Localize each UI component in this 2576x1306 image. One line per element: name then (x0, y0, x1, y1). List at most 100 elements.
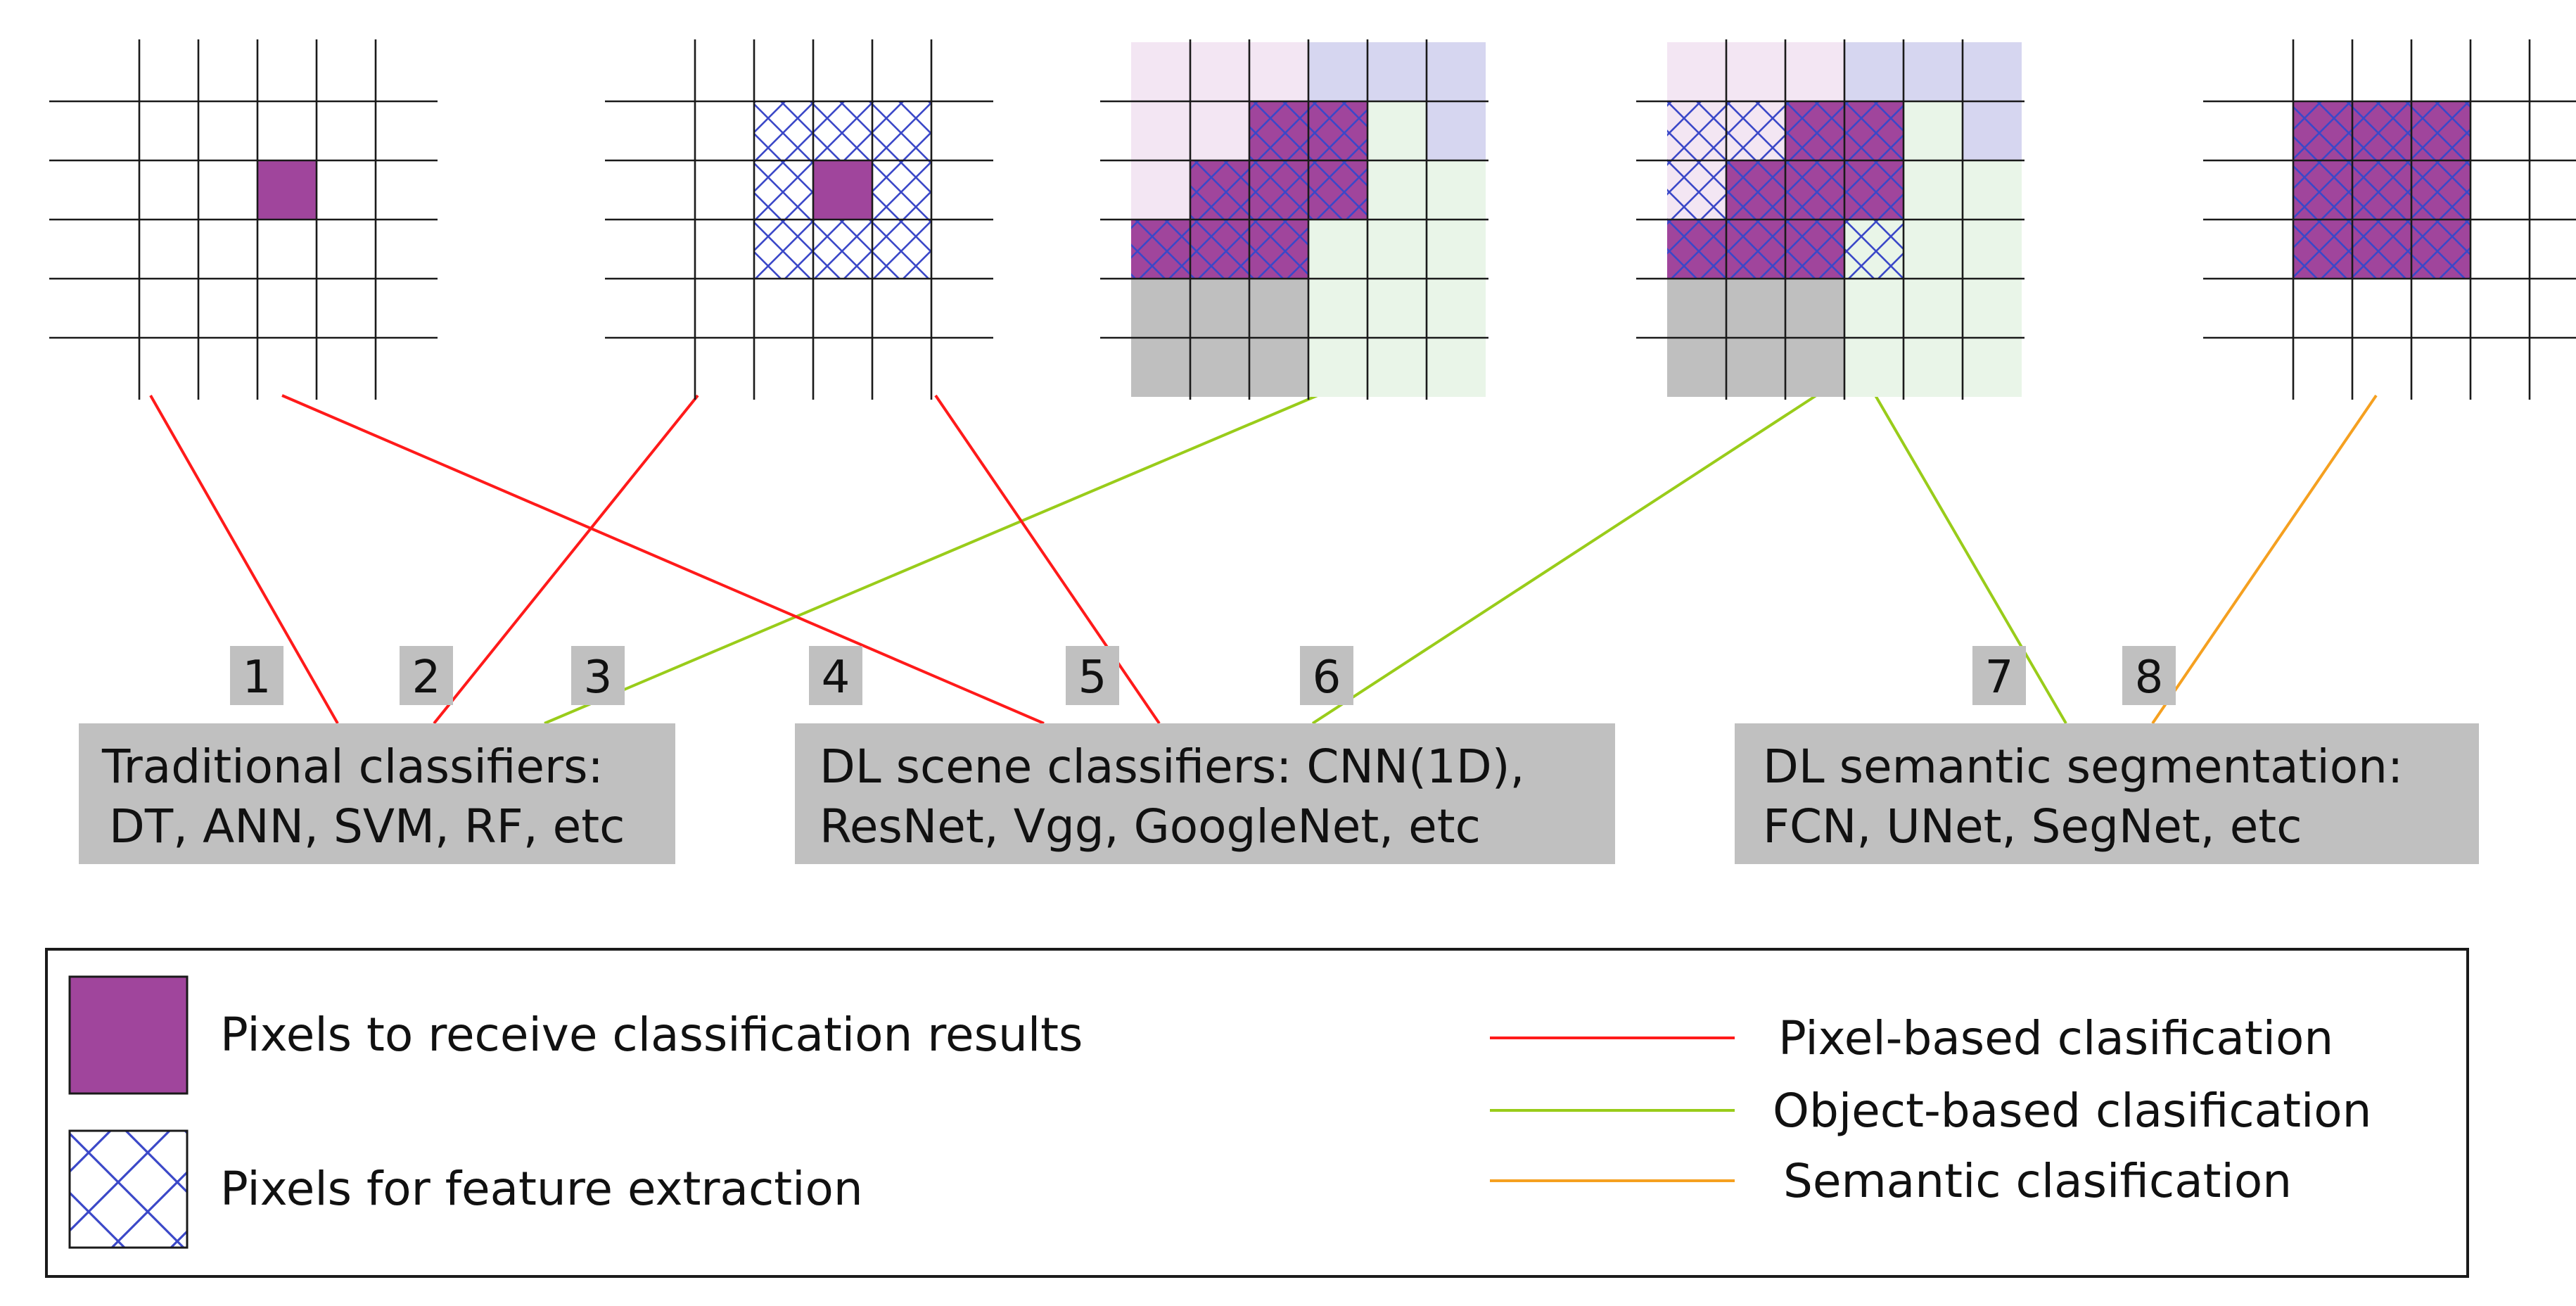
legend-label-object: Object-based clasification (1773, 1084, 2372, 1138)
region-cell-pink (1190, 42, 1249, 101)
feature-pixel (1844, 220, 1904, 279)
badge-bg (809, 646, 862, 705)
region-cell-green (1427, 279, 1486, 338)
feature-pixel (2352, 220, 2411, 279)
feature-pixel (1190, 160, 1249, 220)
region-cell-lavender (1367, 42, 1427, 101)
feature-pixel (2293, 101, 2352, 160)
feature-pixel (754, 160, 813, 220)
legend-label-hatch: Pixels for feature extraction (220, 1162, 863, 1216)
region-cell-gray (1726, 338, 1785, 397)
path-badges: 1 2 3 4 5 6 7 8 (230, 646, 2176, 705)
badge-5: 5 (1066, 646, 1119, 705)
classifier-box-dl-semantic-line2: FCN, UNet, SegNet, etc (1763, 799, 2302, 854)
connection-4-pixel (281, 394, 1045, 725)
legend-frame (45, 948, 2469, 1278)
badge-8: 8 (2122, 646, 2176, 705)
badge-number: 1 (243, 652, 272, 704)
region-cell-green (1427, 338, 1486, 397)
legend-swatch-target (68, 975, 189, 1095)
feature-pixel (1844, 101, 1904, 160)
badge-3: 3 (571, 646, 625, 705)
badge-number: 7 (1985, 652, 2014, 704)
target-pixel (813, 160, 872, 220)
feature-pixel (1844, 160, 1904, 220)
region-cell-gray (1726, 279, 1785, 338)
region-cell-gray (1190, 338, 1249, 397)
feature-pixel (1308, 101, 1367, 160)
region-cell-lavender (1427, 101, 1486, 160)
feature-pixel (1308, 160, 1367, 220)
classifier-box-dl-semantic-line1: DL semantic segmentation: (1763, 740, 2403, 794)
connection-7-object (1874, 394, 2067, 725)
feature-pixel (813, 220, 872, 279)
region-cell-lavender (1427, 42, 1486, 101)
legend-label-pixel: Pixel-based clasification (1778, 1011, 2333, 1065)
feature-pixel (1667, 101, 1726, 160)
region-cell-green (1367, 160, 1427, 220)
region-cell-green (1963, 338, 2022, 397)
region-cell-green (1308, 279, 1367, 338)
classifier-box-dl-scene-line2: ResNet, Vgg, GoogleNet, etc (820, 799, 1481, 854)
feature-pixel (1785, 220, 1844, 279)
region-cell-pink (1131, 42, 1190, 101)
grid-object-scene (1100, 39, 1488, 400)
region-cell-gray (1785, 338, 1844, 397)
region-cell-pink (1249, 42, 1308, 101)
badge-number: 3 (584, 652, 613, 704)
feature-pixel (872, 101, 931, 160)
target-pixel (257, 160, 317, 220)
badge-bg (1972, 646, 2026, 705)
region-cell-lavender (1308, 42, 1367, 101)
connection-3-object (544, 394, 1318, 725)
badge-bg (1066, 646, 1119, 705)
region-cell-gray (1249, 338, 1308, 397)
feature-pixel (1131, 220, 1190, 279)
feature-pixel (2411, 101, 2470, 160)
region-cell-green (1904, 338, 1963, 397)
region-cell-pink (1131, 160, 1190, 220)
grid-semantic-block (2203, 39, 2576, 400)
region-cell-green (1308, 338, 1367, 397)
feature-pixel (754, 220, 813, 279)
badge-number: 5 (1078, 652, 1107, 704)
region-cell-gray (1190, 279, 1249, 338)
feature-pixel (1726, 160, 1785, 220)
classifier-box-dl-scene: DL scene classifiers: CNN(1D), ResNet, V… (795, 723, 1615, 864)
legend-swatch-hatch (68, 1129, 189, 1249)
region-cell-green (1963, 279, 2022, 338)
classifier-box-dl-semantic-bg (1735, 723, 2479, 864)
region-cell-pink (1131, 101, 1190, 160)
connection-5-pixel (934, 394, 1161, 725)
region-cell-green (1367, 220, 1427, 279)
region-cell-green (1367, 279, 1427, 338)
badge-bg (2122, 646, 2176, 705)
region-cell-green (1963, 160, 2022, 220)
feature-pixel (1726, 220, 1785, 279)
connection-1-pixel (149, 395, 339, 724)
legend-label-semantic: Semantic clasification (1783, 1154, 2292, 1208)
feature-pixel (2293, 220, 2352, 279)
badge-2: 2 (400, 646, 453, 705)
region-cell-green (1904, 279, 1963, 338)
region-cell-green (1844, 338, 1904, 397)
classifier-box-traditional-bg (79, 723, 675, 864)
feature-pixel (1785, 160, 1844, 220)
badge-number: 6 (1313, 652, 1341, 704)
feature-pixel (2352, 160, 2411, 220)
feature-pixel (2411, 160, 2470, 220)
badge-6: 6 (1300, 646, 1353, 705)
region-cell-green (1904, 101, 1963, 160)
badge-number: 2 (412, 652, 441, 704)
badge-number: 8 (2135, 652, 2164, 704)
region-cell-pink (1726, 42, 1785, 101)
feature-pixel (2293, 160, 2352, 220)
feature-pixel (1190, 220, 1249, 279)
legend: Pixels to receive classification results… (45, 948, 2469, 1278)
region-cell-green (1367, 101, 1427, 160)
badge-number: 4 (822, 652, 850, 704)
feature-pixel (1667, 160, 1726, 220)
feature-pixel (872, 160, 931, 220)
